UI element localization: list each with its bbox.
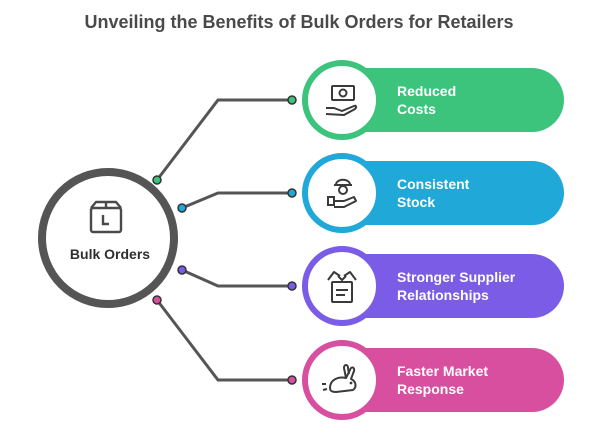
benefit-line2: Costs (397, 101, 436, 117)
connector-supplier-relationships (181, 268, 292, 288)
connector-dot-hub-3 (177, 265, 187, 275)
benefit-line1: Consistent (397, 176, 470, 192)
connector-consistent-stock (181, 191, 292, 210)
connector-market-response (155, 299, 292, 382)
icon-ring-supplier-relationships (302, 246, 382, 326)
connector-dot-pill-1 (287, 95, 297, 105)
connector-dot-hub-4 (152, 295, 162, 305)
benefit-line2: Relationships (397, 287, 489, 303)
benefit-line1: Stronger Supplier (397, 269, 516, 285)
hub-label: Bulk Orders (69, 246, 151, 262)
pill-supplier-relationships (320, 254, 564, 318)
connector-dot-pill-2 (287, 188, 297, 198)
connector-dot-pill-3 (287, 281, 297, 291)
benefit-label-consistent-stock: Consistent Stock (397, 175, 469, 211)
rabbit-icon (322, 364, 357, 393)
icon-ring-market-response (302, 340, 382, 420)
benefit-label-market-response: Faster Market Response (397, 362, 488, 398)
benefit-line1: Reduced (397, 83, 457, 99)
page-title: Unveiling the Benefits of Bulk Orders fo… (84, 12, 514, 32)
money-hand-icon (325, 85, 358, 116)
hub-ring (38, 168, 178, 308)
pill-market-response (320, 348, 564, 412)
worker-delivery-icon (327, 178, 357, 208)
benefit-label-supplier-relationships: Stronger Supplier Relationships (397, 268, 515, 304)
benefit-line2: Stock (397, 194, 436, 210)
connector-dot-pill-4 (287, 375, 297, 385)
box-icon (89, 200, 123, 234)
handshake-contract-icon (327, 271, 357, 303)
connector-dot-hub-2 (177, 203, 187, 213)
connector-dot-hub-1 (152, 175, 162, 185)
pill-consistent-stock (320, 161, 564, 225)
benefit-label-reduced-costs: Reduced Costs (397, 82, 456, 118)
pill-reduced-costs (320, 68, 564, 132)
benefit-line1: Faster Market (397, 363, 489, 379)
benefit-line2: Response (397, 381, 464, 397)
connector-reduced-costs (155, 98, 292, 181)
